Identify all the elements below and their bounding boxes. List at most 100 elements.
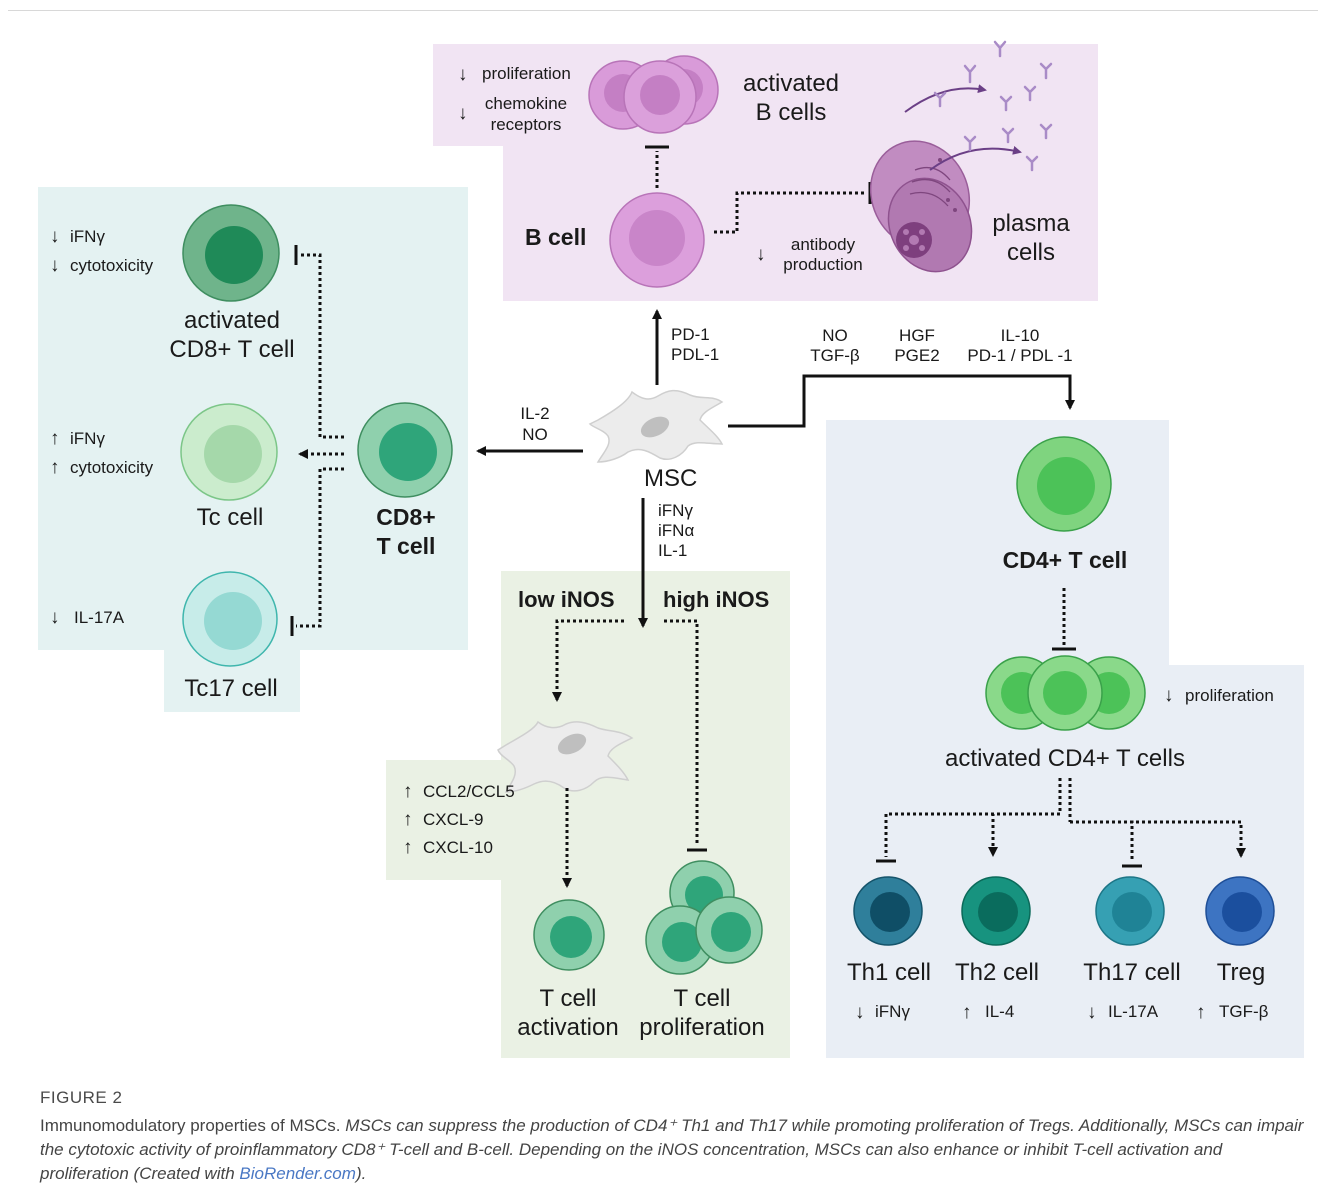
- msc-to-cd4-b2: PGE2: [894, 346, 940, 365]
- low-inos-label: low iNOS: [518, 587, 615, 612]
- caption-text: Immunomodulatory properties of MSCs. MSC…: [40, 1114, 1310, 1186]
- activated-cd8-label-1: activated: [183, 307, 281, 334]
- biorender-link[interactable]: BioRender.com: [239, 1164, 356, 1183]
- chemokine-3: CXCL-10: [423, 838, 493, 857]
- msc-to-cd4-c1: IL-10: [1000, 326, 1040, 345]
- tc-cell: [180, 403, 278, 501]
- arrow-up-icon: ↑: [962, 1002, 972, 1023]
- arrow-down-icon: ↓: [855, 1002, 865, 1023]
- cd4-effect: proliferation: [1185, 686, 1274, 705]
- th17-cell: [1095, 876, 1165, 946]
- th1-cell: [853, 876, 923, 946]
- msc-to-cd4-b1: HGF: [899, 326, 935, 345]
- chemokine-2: CXCL-9: [423, 810, 484, 829]
- b-cell-label: B cell: [525, 224, 587, 250]
- tc-cell-label: Tc cell: [196, 504, 264, 531]
- t-cell-proliferation-2: proliferation: [639, 1014, 765, 1041]
- treg-label: Treg: [1216, 959, 1266, 986]
- arrow-down-icon: ↓: [50, 607, 60, 628]
- arrow-up-icon: ↑: [403, 837, 413, 858]
- figure-caption: FIGURE 2 Immunomodulatory properties of …: [40, 1088, 1310, 1186]
- arrow-down-icon: ↓: [756, 244, 766, 265]
- t-cell-proliferation-cells: [645, 860, 763, 975]
- treg-effect: TGF-β: [1219, 1002, 1269, 1021]
- antibody-icon: [933, 40, 1053, 172]
- activated-cd8-label-2: CD8+ T cell: [169, 336, 295, 363]
- msc-to-cd4-a1: NO: [822, 326, 848, 345]
- th2-cell: [961, 876, 1031, 946]
- b-effect-chemokine-2: receptors: [490, 115, 562, 134]
- t-cell-proliferation-1: T cell: [673, 985, 731, 1012]
- t-cell-activation-1: T cell: [539, 985, 597, 1012]
- figure-label: FIGURE 2: [40, 1088, 123, 1107]
- treg-cell: [1205, 876, 1275, 946]
- msc-to-inos-3: IL-1: [658, 541, 688, 560]
- cd8-label-2: T cell: [376, 533, 436, 559]
- activated-cd8-cell: [182, 204, 280, 302]
- arrow-up-icon: ↑: [403, 781, 413, 802]
- tc-effect-1: iFNγ: [70, 429, 105, 448]
- b-cell: [609, 192, 705, 288]
- b-effect-proliferation: proliferation: [482, 64, 571, 83]
- th1-label: Th1 cell: [846, 959, 932, 986]
- activated-cd4-cells: [985, 655, 1146, 731]
- activated-cd8-effect-1: iFNγ: [70, 227, 105, 246]
- tc17-cell: [182, 571, 278, 667]
- caption-title: Immunomodulatory properties of MSCs.: [40, 1116, 341, 1135]
- msc-to-b-2: PDL-1: [671, 345, 720, 364]
- arrow-up-icon: ↑: [1196, 1002, 1206, 1023]
- figure-frame: [8, 10, 1318, 1191]
- cd4-cell: [1016, 436, 1112, 532]
- caption-end: ).: [355, 1164, 367, 1183]
- arrow-down-icon: ↓: [50, 226, 60, 247]
- cd8-label-1: CD8+: [376, 504, 436, 530]
- msc-to-cd8-2: NO: [522, 425, 548, 444]
- tc17-cell-label: Tc17 cell: [184, 675, 278, 702]
- antibody-production-1: antibody: [790, 235, 856, 254]
- cd8-cell: [357, 402, 453, 498]
- cd4-cell-label: CD4+ T cell: [1002, 547, 1128, 573]
- antibody-production-2: production: [783, 255, 863, 274]
- arrow-down-icon: ↓: [458, 64, 468, 85]
- msc-to-cd8-1: IL-2: [520, 404, 550, 423]
- activated-b-cells-label-2: B cells: [755, 99, 827, 126]
- msc-to-b-1: PD-1: [671, 325, 710, 344]
- t-cell-activation-2: activation: [517, 1014, 619, 1041]
- plasma-cells-label-2: cells: [1006, 239, 1055, 266]
- high-inos-label: high iNOS: [663, 587, 770, 612]
- activated-cd4-label: activated CD4+ T cells: [945, 745, 1185, 772]
- chemokine-1: CCL2/CCL5: [423, 782, 515, 801]
- msc-small-icon: [497, 720, 634, 793]
- tc17-effect: IL-17A: [74, 608, 125, 627]
- arrow-up-icon: ↑: [50, 428, 60, 449]
- activated-cd8-effect-2: cytotoxicity: [70, 256, 154, 275]
- t-cell-activation-cell: [533, 899, 605, 971]
- msc-cell-icon: [588, 389, 724, 463]
- b-effect-chemokine-1: chemokine: [484, 94, 568, 113]
- msc-to-cd4-c2: PD-1 / PDL -1: [967, 346, 1073, 365]
- msc-label: MSC: [644, 465, 698, 492]
- caption-body: MSCs can suppress the production of CD4⁺…: [40, 1116, 1304, 1183]
- arrow-down-icon: ↓: [1164, 685, 1174, 706]
- arrow-down-icon: ↓: [458, 103, 468, 124]
- msc-to-inos-1: iFNγ: [658, 501, 693, 520]
- plasma-cells: [869, 140, 973, 273]
- th17-label: Th17 cell: [1083, 959, 1181, 986]
- arrow-down-icon: ↓: [50, 255, 60, 276]
- arrow-up-icon: ↑: [50, 457, 60, 478]
- th2-effect: IL-4: [985, 1002, 1015, 1021]
- activated-b-cells-label-1: activated: [742, 70, 840, 97]
- msc-to-inos-2: iFNα: [658, 521, 695, 540]
- plasma-cells-label-1: plasma: [992, 210, 1070, 237]
- msc-to-cd4-a2: TGF-β: [810, 346, 860, 365]
- arrow-up-icon: ↑: [403, 809, 413, 830]
- th2-label: Th2 cell: [954, 959, 1040, 986]
- th17-effect: IL-17A: [1108, 1002, 1159, 1021]
- arrow-down-icon: ↓: [1087, 1002, 1097, 1023]
- tc-effect-2: cytotoxicity: [70, 458, 154, 477]
- activated-b-cells: [588, 55, 719, 134]
- th1-effect: iFNγ: [875, 1002, 910, 1021]
- cd4-panel: [826, 420, 1304, 1058]
